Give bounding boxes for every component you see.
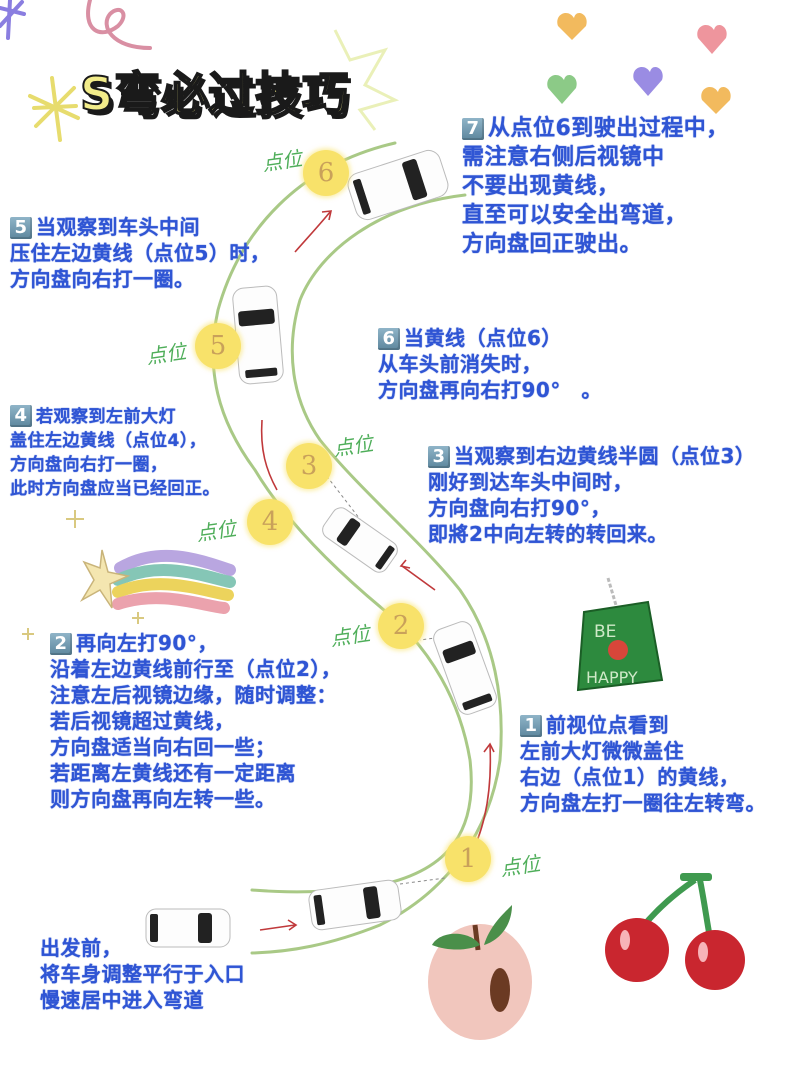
point-label-5: 点位 xyxy=(144,339,188,369)
car-point2 xyxy=(433,621,497,715)
point-label-6: 点位 xyxy=(260,146,304,176)
car-start xyxy=(145,908,231,948)
heart-icon xyxy=(557,12,587,40)
car-point5 xyxy=(232,285,284,385)
arrow-icon xyxy=(294,211,331,253)
start-text: 出发前， 将车身调整平行于入口 慢速居中进入弯道 xyxy=(40,936,245,1012)
point-marker-5: 5 xyxy=(195,323,241,369)
point-marker-2: 2 xyxy=(378,603,424,649)
arrow-icon xyxy=(260,419,278,491)
arrow-icon xyxy=(259,924,296,931)
heart-icon xyxy=(547,74,577,104)
step-4-badge: 4 xyxy=(10,405,32,427)
cherries-icon xyxy=(605,873,745,990)
burst-doodle-icon xyxy=(333,29,400,131)
yellow-sparkle-icon xyxy=(28,76,80,142)
step-1-badge: 1 xyxy=(520,715,542,737)
heart-icon xyxy=(697,24,727,54)
juice-box-text-top: BE xyxy=(594,622,616,642)
peach-icon xyxy=(428,905,532,1040)
sparkle-icon xyxy=(22,510,144,640)
point-label-4: 点位 xyxy=(194,516,238,546)
car-entering xyxy=(308,879,402,931)
point-marker-4: 4 xyxy=(247,499,293,545)
purple-sparkle-icon xyxy=(0,0,26,40)
juice-box-text-bottom: HAPPY xyxy=(586,668,638,687)
heart-icon xyxy=(633,66,663,96)
step-5-badge: 5 xyxy=(10,217,32,239)
point-label-3: 点位 xyxy=(331,431,375,461)
point-label-1: 点位 xyxy=(498,851,542,881)
sight-lines xyxy=(321,469,451,885)
point-marker-6: 6 xyxy=(303,150,349,196)
heart-icon xyxy=(701,86,731,114)
hearts-decoration xyxy=(547,12,731,114)
be-happy-juice-box-icon: BE HAPPY xyxy=(576,577,664,692)
page-title: S弯必过技巧 xyxy=(79,66,350,122)
step-6-badge: 6 xyxy=(378,328,400,350)
car-point6 xyxy=(347,149,449,221)
step-3-badge: 3 xyxy=(428,446,450,468)
step-2-badge: 2 xyxy=(50,633,72,655)
rainbow-shooting-star-icon xyxy=(79,549,236,614)
arrow-icon xyxy=(401,565,436,591)
step-7-badge: 7 xyxy=(462,118,484,140)
point-marker-1: 1 xyxy=(445,836,491,882)
point-marker-3: 3 xyxy=(286,443,332,489)
car-point3 xyxy=(322,507,398,573)
pink-squiggle-icon xyxy=(86,0,152,50)
